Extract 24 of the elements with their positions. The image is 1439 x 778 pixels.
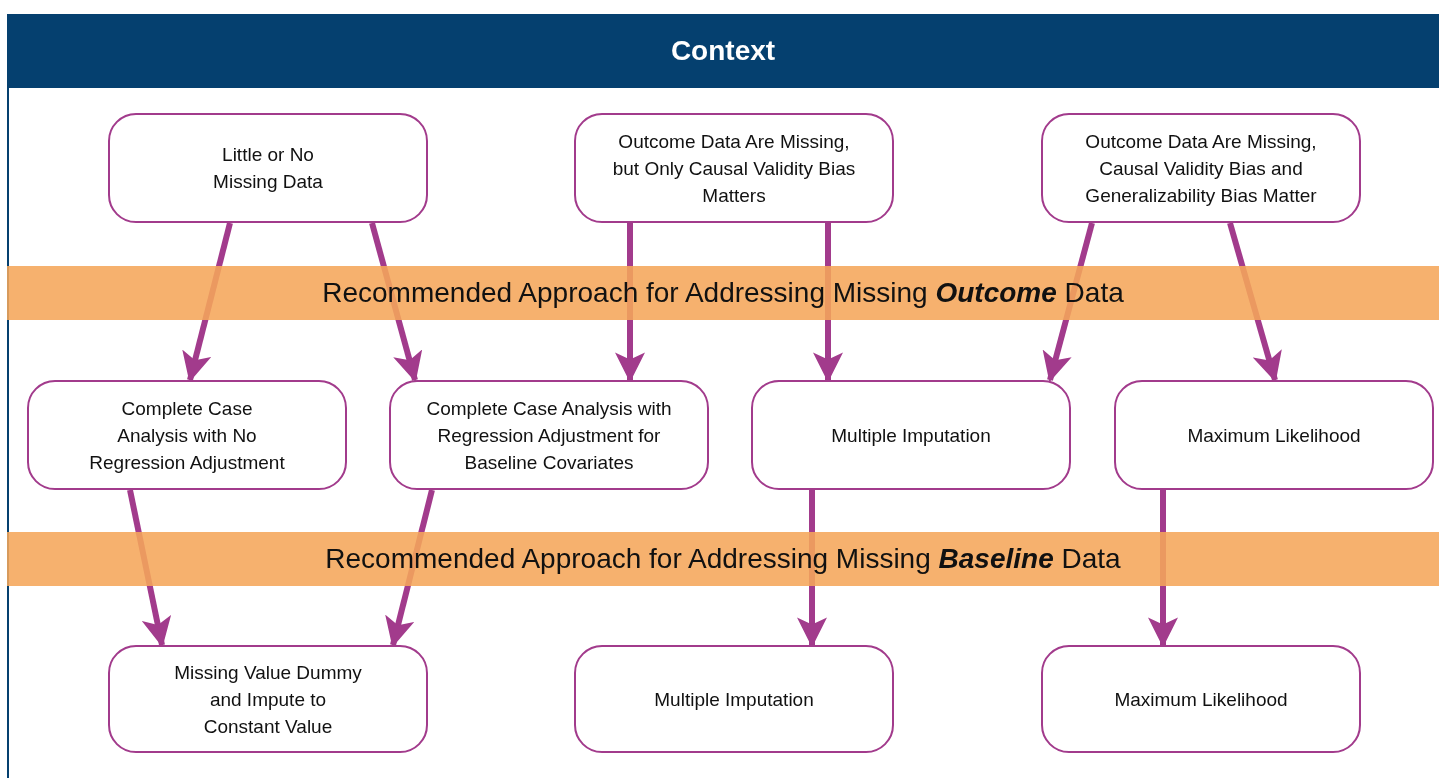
process-box [1041,113,1361,223]
process-box [574,645,894,753]
process-box [1114,380,1434,490]
band-title: Recommended Approach for Addressing Missing Baseline Data [325,543,1121,575]
header-band [7,14,1439,88]
box-text: Little or No Missing Data [212,143,324,194]
box-text: Multiple Imputation [831,423,991,448]
process-box [574,113,894,223]
process-box [108,113,428,223]
box-text: Complete Case Analysis with Regression Adjustment for Baseline Covariates [425,396,673,475]
process-box [1041,645,1361,753]
process-box [751,380,1071,490]
process-box [27,380,347,490]
box-text: Outcome Data Are Missing, but Only Causal Validity Bias Matters [611,129,857,208]
process-box [108,645,428,753]
box-text: Outcome Data Are Missing, Causal Validity Bias and Generalizability Bias Matter [1084,129,1318,208]
band-title: Recommended Approach for Addressing Missing Outcome Data [322,277,1124,309]
header-title: Context [670,35,776,67]
process-box [389,380,709,490]
box-text: Missing Value Dummy and Impute to Constant Value [174,660,362,739]
box-text: Maximum Likelihood [1114,687,1288,712]
box-text: Multiple Imputation [654,687,814,712]
box-text: Complete Case Analysis with No Regression Adjustment [88,396,286,475]
box-text: Maximum Likelihood [1187,423,1361,448]
